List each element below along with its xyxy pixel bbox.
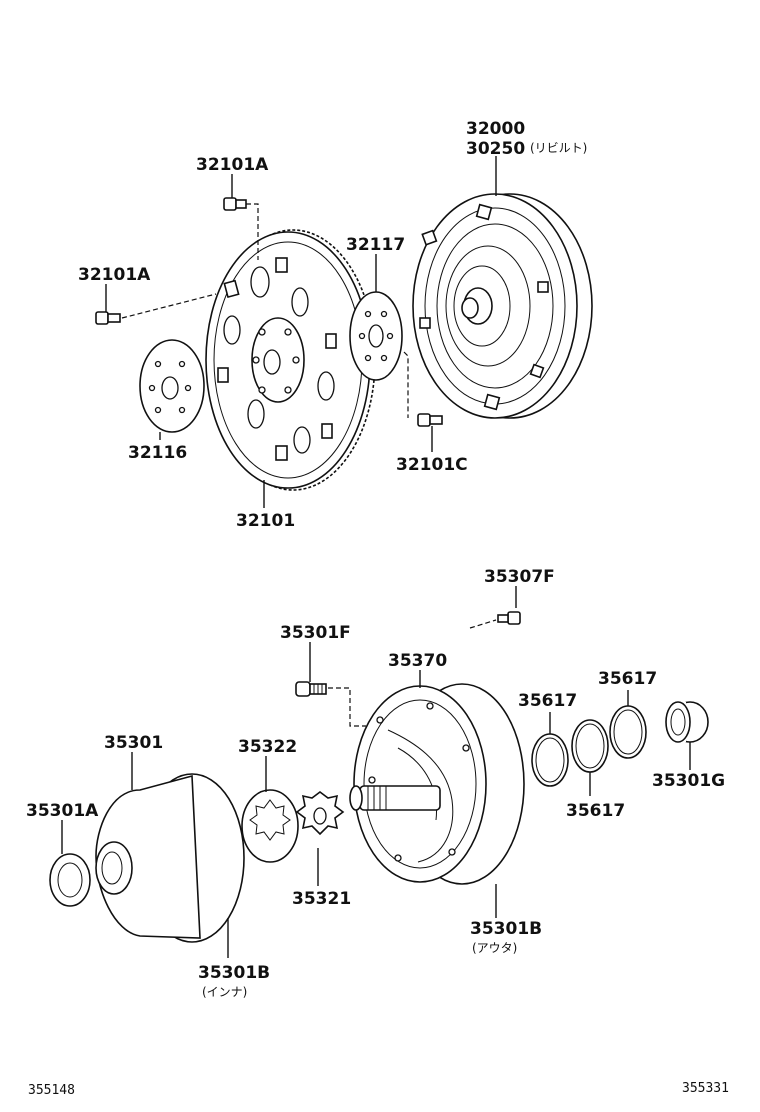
label-35301B-inner-note: (インナ) [202, 985, 247, 999]
label-32116: 32116 [128, 443, 187, 463]
driven-gear-35322 [241, 789, 299, 863]
label-32117: 32117 [346, 235, 405, 255]
bolt-35301F [295, 681, 327, 697]
label-35321: 35321 [292, 889, 351, 909]
label-32000: 32000 [466, 119, 525, 139]
bolt-35307F [497, 611, 521, 625]
label-35301B-inner: 35301B [198, 963, 270, 983]
label-32101C: 32101C [396, 455, 468, 475]
spacer-32116-drawing [139, 339, 205, 433]
label-35307F: 35307F [484, 567, 555, 587]
pump-cover-drawing [95, 773, 245, 943]
figure-code-left: 355148 [28, 1083, 75, 1098]
label-35617-top: 35617 [598, 669, 657, 689]
label-35322: 35322 [238, 737, 297, 757]
seal-ring-2 [571, 719, 609, 773]
label-32101A-left: 32101A [78, 265, 151, 285]
label-35301B-outer: 35301B [470, 919, 542, 939]
bolt-32101C [417, 413, 443, 427]
label-35301G: 35301G [652, 771, 725, 791]
spacer-32117-drawing [349, 291, 403, 381]
label-35617-low: 35617 [566, 801, 625, 821]
label-35301A: 35301A [26, 801, 99, 821]
label-35301: 35301 [104, 733, 163, 753]
bushing-35301G [665, 701, 709, 743]
bolt-32101A-top [223, 197, 247, 211]
label-30250-note: (リビルト) [530, 141, 587, 155]
label-35370: 35370 [388, 651, 447, 671]
drive-plate-drawing [205, 229, 376, 491]
label-30250: 30250 [466, 139, 525, 159]
figure-code-right: 355331 [682, 1081, 729, 1096]
label-35301B-outer-note: (アウタ) [472, 941, 517, 955]
label-35301F: 35301F [280, 623, 351, 643]
label-32101A-top: 32101A [196, 155, 269, 175]
drive-gear-35321 [295, 791, 345, 836]
oil-seal-35301A [49, 853, 91, 907]
label-32101: 32101 [236, 511, 295, 531]
bolt-32101A-left [95, 311, 121, 325]
label-35617-mid: 35617 [518, 691, 577, 711]
oil-pump-body-drawing [349, 683, 525, 885]
seal-ring-1 [531, 733, 569, 787]
seal-ring-3 [609, 705, 647, 759]
torque-converter-drawing [412, 193, 593, 419]
